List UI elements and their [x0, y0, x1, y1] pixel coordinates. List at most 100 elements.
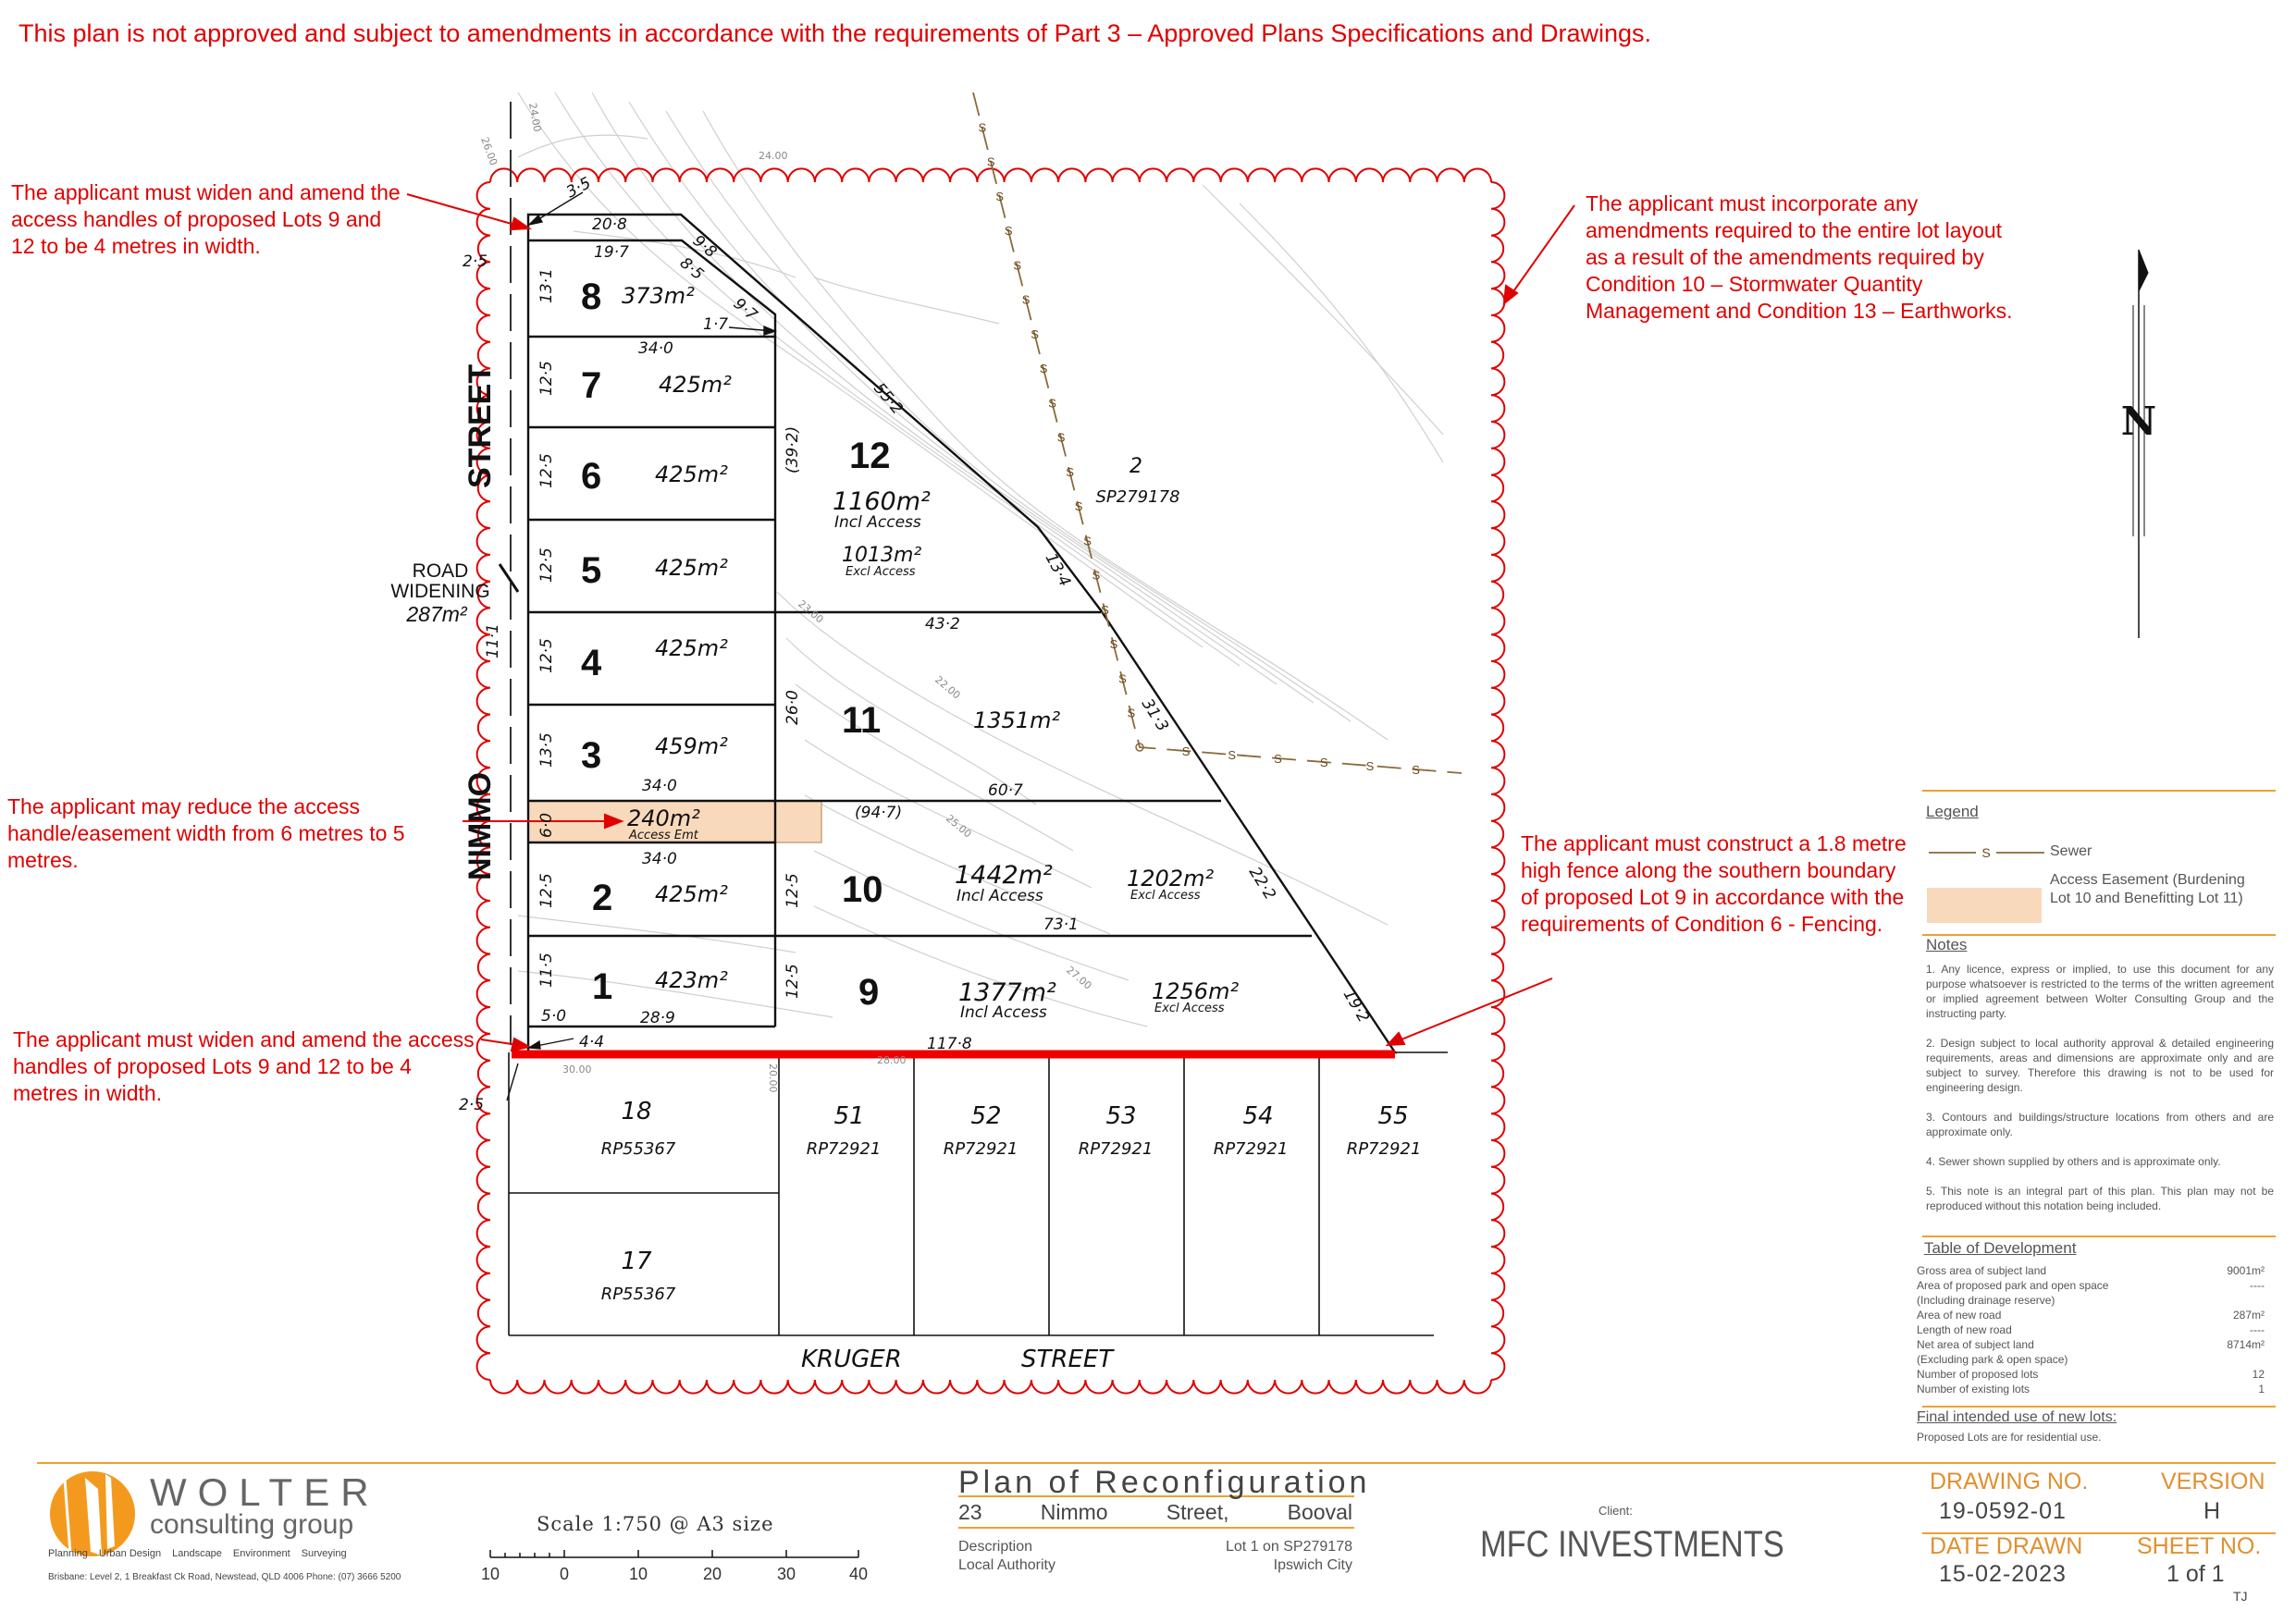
contour-label-9: 30.00	[562, 1064, 592, 1076]
scale-bar	[489, 1550, 859, 1558]
scale-tick-3: 20	[703, 1565, 722, 1583]
lot-3-area: 459m²	[655, 733, 728, 759]
development-row-value: 9001m²	[2227, 1264, 2265, 1277]
local-authority-label: Local Authority	[958, 1557, 1055, 1573]
drafter-initials: TJ	[2233, 1589, 2248, 1604]
development-row-label: Gross area of subject land	[1917, 1264, 2047, 1277]
nimmo-street-label-a: STREET	[463, 364, 498, 488]
lot-2-area: 425m²	[655, 881, 728, 907]
lot-7-number: 7	[581, 365, 601, 406]
lot-11-number: 11	[842, 700, 881, 741]
sewer-marker: S	[1366, 759, 1375, 773]
scale-tick-1: 0	[560, 1565, 569, 1583]
dim-6-0: 6·0	[537, 813, 556, 838]
sewer-marker: S	[995, 190, 1004, 203]
development-row-label: Area of proposed park and open space	[1917, 1279, 2109, 1292]
development-row-value: 287m²	[2232, 1309, 2265, 1322]
lot-6-area: 425m²	[655, 461, 728, 487]
sewer-marker: S	[1182, 744, 1191, 758]
development-row-label: (Excluding park & open space)	[1917, 1353, 2068, 1366]
dim-5-0: 5·0	[541, 1007, 566, 1026]
neighbour-55-num: 55	[1377, 1102, 1408, 1130]
plan-address-number: 23	[958, 1500, 982, 1524]
dim-12-5a: 12·5	[537, 361, 556, 396]
neighbour-52-plan: RP72921	[944, 1139, 1018, 1159]
development-row-label: (Including drainage reserve)	[1917, 1294, 2055, 1307]
neighbour-51-num: 51	[833, 1102, 864, 1130]
company-address: Brisbane: Level 2, 1 Breakfast Ck Road, …	[48, 1572, 401, 1582]
notes-item-2: 2. Design subject to local authority app…	[1926, 1037, 2274, 1094]
development-title: Table of Development	[1924, 1239, 2077, 1257]
development-panel: Table of Development Gross area of subje…	[1917, 1239, 2265, 1396]
sewer-marker: S	[1320, 756, 1328, 769]
scale-tick-4: 30	[777, 1565, 796, 1583]
lot-9-incl: Incl Access	[960, 1003, 1047, 1022]
lot-6-number: 6	[581, 456, 601, 497]
neighbour-17-num: 17	[621, 1248, 652, 1275]
lot-10-area2: 1202m²	[1127, 866, 1214, 891]
lot-2-number: 2	[592, 878, 612, 918]
dim-11-1: 11·1	[484, 623, 502, 658]
disclaimer-note: This plan is not approved and subject to…	[19, 19, 1651, 47]
sewer-manhole	[1135, 743, 1144, 752]
contour-label-8: 28.00	[877, 1054, 907, 1066]
date-drawn-value: 15-02-2023	[1939, 1561, 2067, 1587]
lot-4-area: 425m²	[655, 635, 728, 661]
dim-12-5c: 12·5	[537, 547, 556, 583]
contour-lines	[517, 92, 1444, 1027]
sewer-marker: S	[987, 155, 995, 169]
lot-11-area: 1351m²	[973, 707, 1060, 733]
dim-19-7: 19·7	[594, 243, 629, 262]
plan-address-suburb: Booval	[1287, 1500, 1352, 1524]
drawing-number-value: 19-0592-01	[1939, 1498, 2067, 1524]
neighbour-51-plan: RP72921	[807, 1139, 882, 1159]
lot-1-area: 423m²	[655, 967, 728, 993]
contour-label-10: 20.00	[767, 1064, 779, 1093]
lot-labels: 8 7 6 5 4 3 2 1 12 11 10 9	[581, 277, 891, 1013]
company-services: Planning Urban Design Landscape Environm…	[48, 1548, 347, 1559]
drawing-number-label: DRAWING NO.	[1930, 1469, 2089, 1494]
service-planning: Planning	[48, 1548, 88, 1559]
title-block-rules	[37, 1462, 2276, 1534]
lot-areas: 373m² 425m² 425m² 425m² 425m² 459m² 425m…	[622, 283, 1239, 1022]
dim-26-0: 26·0	[784, 690, 802, 725]
contour-label-1: 24.00	[526, 102, 543, 132]
final-use-top-rule	[1922, 1406, 2276, 1408]
development-row-label: Area of new road	[1917, 1309, 2002, 1322]
development-row-value: ----	[2250, 1279, 2265, 1292]
dim-12-5d: 12·5	[537, 638, 556, 673]
sewer-marker: S	[1013, 258, 1021, 272]
neighbour-boundaries	[508, 1051, 1448, 1336]
lot-10-excl: Excl Access	[1130, 889, 1201, 903]
neighbour-54-plan: RP72921	[1214, 1139, 1289, 1159]
sewer-marker: S	[1092, 569, 1101, 583]
neighbour-54-num: 54	[1242, 1102, 1273, 1130]
legend-panel: Legend Sewer Access Easement (Burdening …	[1926, 803, 2274, 906]
lot-10-number: 10	[842, 869, 883, 910]
scale-bar-ticks: 10 0 10 20 30 40	[481, 1565, 868, 1583]
contour-label-6: 25.00	[944, 812, 973, 840]
lot-5-area: 425m²	[655, 555, 728, 581]
contour-labels: 24.00 24.00 26.00 22.00 23.00 25.00 27.0…	[478, 102, 1093, 1092]
final-use-title: Final intended use of new lots:	[1917, 1409, 2117, 1425]
sewer-marker: S	[1075, 499, 1083, 513]
dim-31-3: 31·3	[1138, 695, 1172, 735]
legend-easement-swatch	[1927, 888, 2042, 923]
dim-28-9: 28·9	[640, 1009, 675, 1027]
plan-title: Plan of Reconfiguration	[958, 1465, 1371, 1500]
dim-8-5: 8·5	[676, 254, 708, 285]
neighbour-18-plan: RP55367	[601, 1139, 676, 1159]
dim-43-2: 43·2	[925, 615, 960, 633]
company-logo-icon	[50, 1471, 135, 1556]
neighbour-2-num: 2	[1129, 455, 1142, 478]
dim-9-8: 9·8	[689, 232, 721, 263]
notes-title: Notes	[1926, 936, 1968, 953]
road-widening-line1: ROAD	[413, 560, 469, 582]
sewer-marker: S	[1228, 748, 1236, 762]
dim-13-5: 13·5	[537, 732, 556, 768]
dim-73-1: 73·1	[1043, 916, 1079, 934]
lot-12-excl: Excl Access	[846, 565, 916, 579]
lot-10-area: 1442m²	[955, 861, 1053, 890]
north-arrow-icon: N	[2121, 249, 2156, 638]
